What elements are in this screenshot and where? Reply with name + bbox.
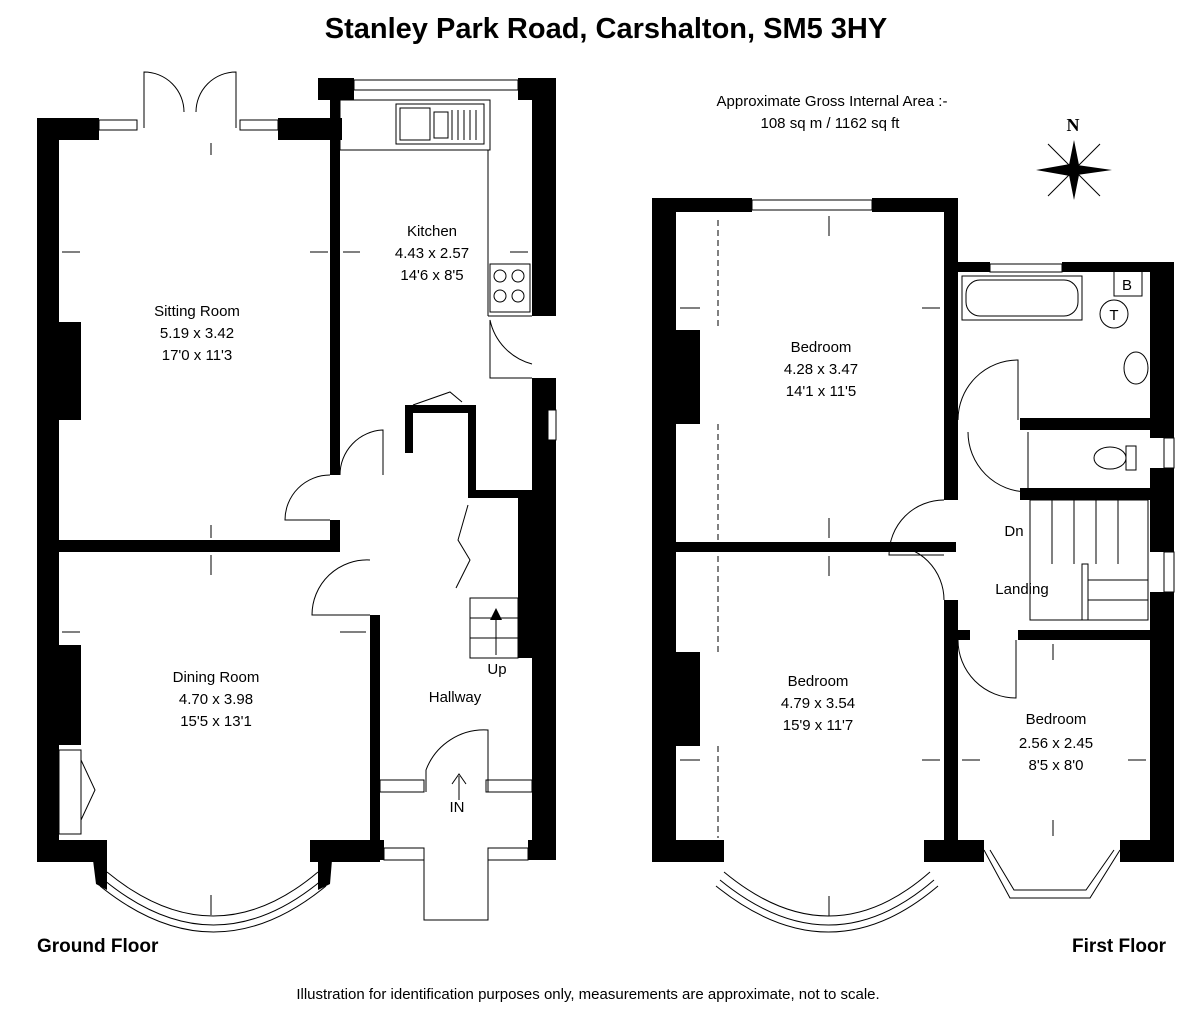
area-line-1: Approximate Gross Internal Area :-: [717, 93, 948, 110]
disclaimer: Illustration for identification purposes…: [296, 986, 879, 1003]
compass-icon: [1036, 140, 1112, 200]
landing-name: Landing: [995, 581, 1048, 598]
hallway-name: Hallway: [429, 689, 482, 706]
entrance-label: IN: [450, 799, 465, 816]
bedroom-3-name: Bedroom: [1026, 711, 1087, 728]
boiler-label: B: [1122, 277, 1132, 294]
bedroom-3-imperial: 8'5 x 8'0: [1029, 757, 1084, 774]
sitting-room-name: Sitting Room: [154, 303, 240, 320]
sitting-room-metric: 5.19 x 3.42: [160, 325, 234, 342]
kitchen-imperial: 14'6 x 8'5: [400, 267, 463, 284]
kitchen-name: Kitchen: [407, 223, 457, 240]
bedroom-2-name: Bedroom: [788, 673, 849, 690]
bedroom-3-metric: 2.56 x 2.45: [1019, 735, 1093, 752]
bedroom-1-metric: 4.28 x 3.47: [784, 361, 858, 378]
compass-north-label: N: [1067, 115, 1080, 135]
stairs-down-label: Dn: [1004, 523, 1023, 540]
tank-label: T: [1109, 307, 1118, 324]
kitchen-metric: 4.43 x 2.57: [395, 245, 469, 262]
bedroom-1-name: Bedroom: [791, 339, 852, 356]
ground-floor-plan: [37, 71, 557, 933]
dining-room-imperial: 15'5 x 13'1: [180, 713, 252, 730]
first-floor-label: First Floor: [1072, 936, 1167, 957]
dining-room-name: Dining Room: [173, 669, 260, 686]
area-line-2: 108 sq m / 1162 sq ft: [761, 115, 901, 132]
ground-floor-label: Ground Floor: [37, 936, 159, 957]
bedroom-2-imperial: 15'9 x 11'7: [783, 717, 854, 734]
bedroom-2-metric: 4.79 x 3.54: [781, 695, 855, 712]
dining-room-metric: 4.70 x 3.98: [179, 691, 253, 708]
first-floor-plan: [652, 140, 1175, 933]
stairs-up-label: Up: [487, 661, 506, 678]
bedroom-1-imperial: 14'1 x 11'5: [786, 383, 857, 400]
sitting-room-imperial: 17'0 x 11'3: [162, 347, 233, 364]
page-title: Stanley Park Road, Carshalton, SM5 3HY: [325, 13, 887, 45]
